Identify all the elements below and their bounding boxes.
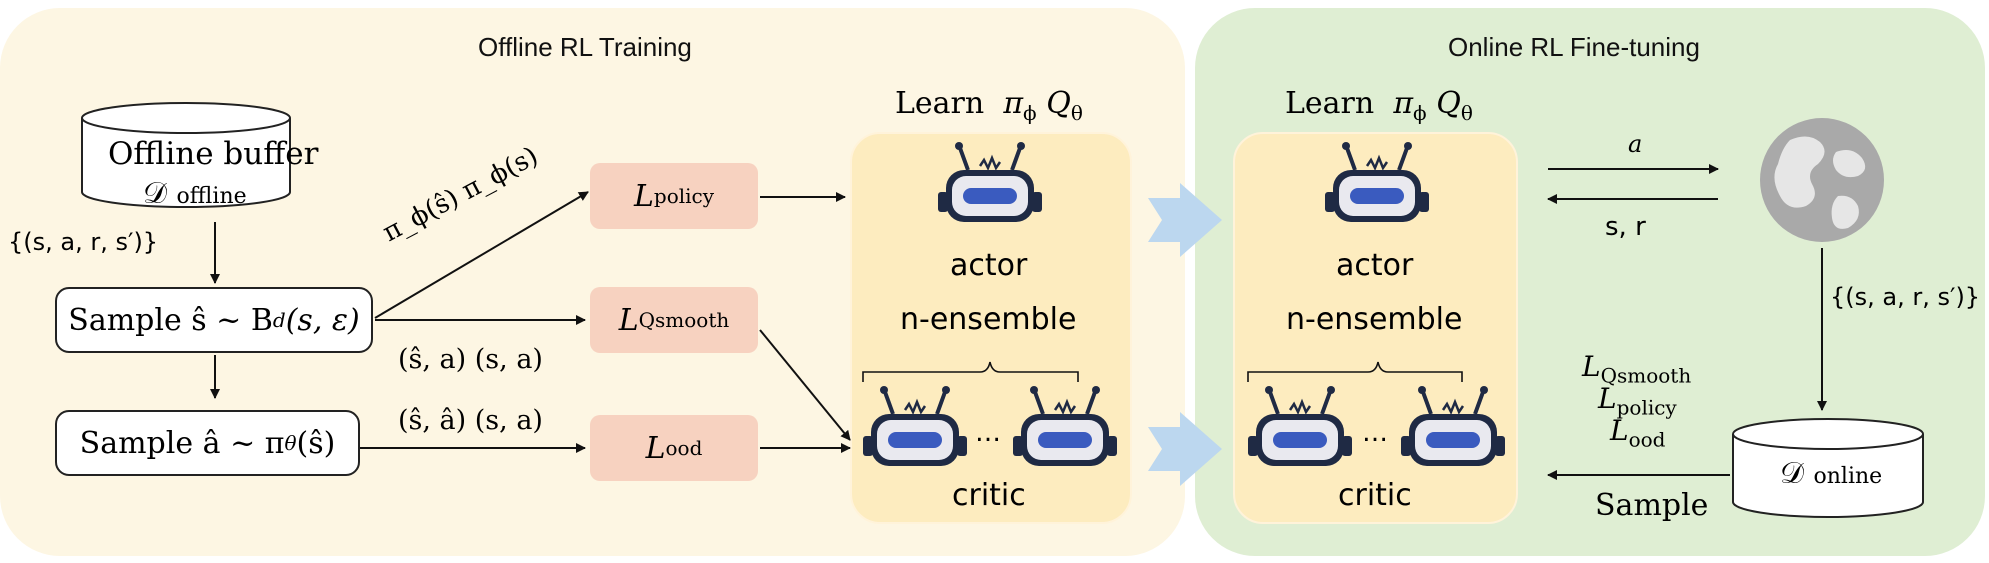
arrow-qsmooth-to-critic — [759, 329, 851, 441]
online-learn-label: Learn πϕ Qθ — [1285, 86, 1473, 125]
online-learn-q: Q — [1436, 86, 1461, 121]
sample-state-text: Sample ŝ ~ B — [68, 302, 273, 338]
transfer-arrow-actor — [1148, 183, 1222, 257]
online-loss-ood-symbol: L — [1610, 414, 1629, 447]
ood-edge-label: (ŝ, â) (s, a) — [398, 405, 543, 436]
offline-ensemble-label: n-ensemble — [900, 302, 1077, 337]
online-loss-qsmooth: LQsmooth — [1582, 350, 1691, 388]
online-buffer-sub: online — [1813, 464, 1883, 489]
loss-policy-sub: policy — [653, 184, 715, 208]
online-ellipsis: … — [1362, 418, 1388, 448]
offline-learn-pi-sub: ϕ — [1023, 101, 1037, 125]
online-learn-pi-sub: ϕ — [1413, 101, 1427, 125]
online-loss-policy-sub: policy — [1616, 395, 1677, 420]
online-loss-ood-sub: ood — [1628, 427, 1666, 452]
online-actor-robot-icon — [1323, 140, 1431, 224]
offline-buffer-symbol: 𝒟 offline — [143, 176, 247, 211]
online-buffer-symbol: 𝒟 online — [1780, 456, 1882, 491]
online-ensemble-brace — [1247, 361, 1463, 382]
offline-learn-q-sub: θ — [1070, 101, 1083, 125]
action-label: a — [1628, 130, 1642, 158]
online-critic-robot-icon-1 — [1246, 384, 1354, 468]
sample-action-text: Sample â ~ π — [79, 425, 285, 461]
sample-action-tail: (ŝ) — [296, 425, 336, 461]
offline-learn-q: Q — [1046, 86, 1071, 121]
online-learn-q-sub: θ — [1460, 101, 1473, 125]
offline-buffer-sub: offline — [176, 184, 247, 209]
online-transition-tuple: {(s, a, r, s′)} — [1830, 283, 1981, 311]
offline-panel-title: Offline RL Training — [478, 32, 692, 62]
sample-action-sub: θ — [284, 431, 297, 455]
online-buffer-d: 𝒟 — [1780, 456, 1804, 491]
offline-learn-pi: π — [1003, 86, 1024, 121]
sample-state-sub: d — [272, 308, 286, 332]
offline-critic-robot-icon-2 — [1011, 384, 1119, 468]
environment-globe-icon — [1760, 118, 1884, 242]
action-symbol: a — [1628, 130, 1643, 158]
online-loss-ood: Lood — [1610, 414, 1665, 452]
loss-qsmooth-symbol: L — [618, 302, 639, 338]
loss-ood-symbol: L — [645, 430, 666, 466]
online-panel-title: Online RL Fine-tuning — [1448, 32, 1700, 62]
offline-buffer-cylinder — [81, 102, 291, 208]
offline-learn-label: Learn πϕ Qθ — [895, 86, 1083, 125]
online-loss-policy-symbol: L — [1598, 382, 1617, 415]
sample-state-tail: (s, ε) — [285, 302, 360, 338]
offline-actor-label: actor — [950, 248, 1028, 283]
online-actor-label: actor — [1336, 248, 1414, 283]
offline-ensemble-brace — [862, 361, 1079, 382]
online-learn-word: Learn — [1285, 86, 1375, 121]
offline-critic-label: critic — [952, 478, 1026, 513]
offline-transition-tuple: {(s, a, r, s′)} — [8, 228, 159, 256]
offline-actor-robot-icon — [936, 140, 1044, 224]
online-critic-robot-icon-2 — [1399, 384, 1507, 468]
offline-buffer-label: Offline buffer — [108, 136, 319, 172]
online-critic-label: critic — [1338, 478, 1412, 513]
arrow-to-loss-policy — [374, 191, 589, 319]
online-loss-qsmooth-symbol: L — [1582, 350, 1601, 383]
loss-ood-sub: ood — [665, 436, 703, 460]
offline-ellipsis: … — [975, 418, 1001, 448]
qsmooth-edge-label: (ŝ, a) (s, a) — [398, 344, 543, 375]
online-loss-qsmooth-sub: Qsmooth — [1600, 363, 1692, 388]
loss-qsmooth-sub: Qsmooth — [638, 308, 730, 332]
observation-label: s, r — [1605, 212, 1646, 242]
online-ensemble-label: n-ensemble — [1286, 302, 1463, 337]
online-buffer-cylinder — [1732, 418, 1924, 518]
transfer-arrow-critic — [1148, 412, 1222, 486]
online-sample-label: Sample — [1595, 488, 1709, 523]
offline-learn-word: Learn — [895, 86, 985, 121]
loss-policy-symbol: L — [633, 178, 654, 214]
offline-critic-robot-icon-1 — [861, 384, 969, 468]
online-loss-policy: Lpolicy — [1598, 382, 1677, 420]
online-learn-pi: π — [1393, 86, 1414, 121]
offline-buffer-d: 𝒟 — [143, 176, 167, 211]
